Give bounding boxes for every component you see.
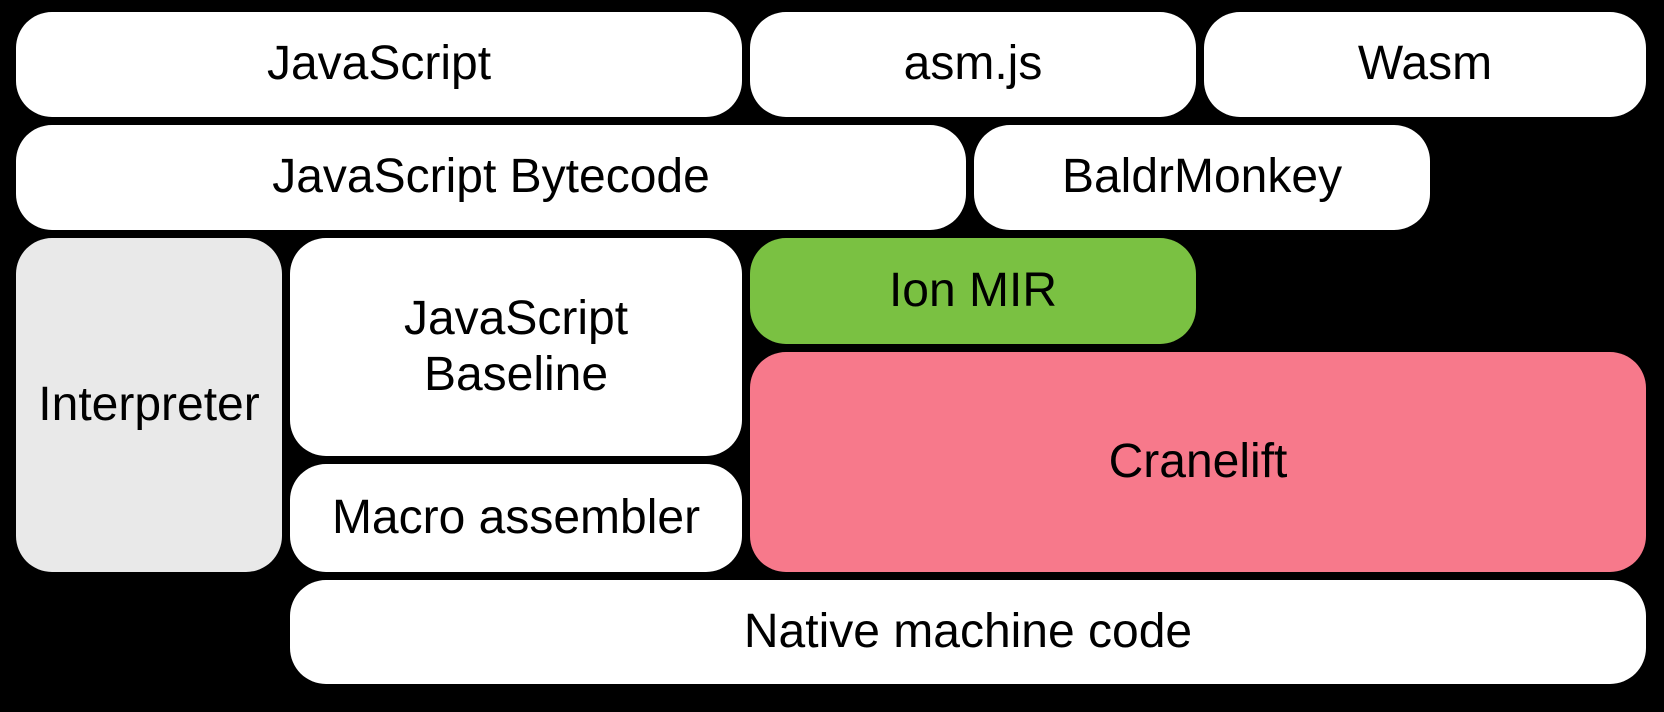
node-ion-mir: Ion MIR xyxy=(750,238,1196,344)
node-javascript-bytecode: JavaScript Bytecode xyxy=(16,125,966,230)
node-macro-assembler: Macro assembler xyxy=(290,464,742,572)
node-interpreter: Interpreter xyxy=(16,238,282,572)
node-cranelift-label: Cranelift xyxy=(1108,434,1288,488)
node-interpreter-label: Interpreter xyxy=(38,377,260,431)
node-baldrmonkey-label: BaldrMonkey xyxy=(1061,150,1343,204)
node-macro-assembler-label: Macro assembler xyxy=(331,490,701,544)
node-javascript-bytecode-label: JavaScript Bytecode xyxy=(272,150,710,204)
node-javascript-baseline: JavaScript Baseline xyxy=(290,238,742,456)
node-ion-mir-label: Ion MIR xyxy=(888,263,1058,317)
node-asmjs: asm.js xyxy=(750,12,1196,117)
node-baldrmonkey: BaldrMonkey xyxy=(974,125,1430,230)
node-native-machine-code-label: Native machine code xyxy=(743,604,1193,658)
node-wasm: Wasm xyxy=(1204,12,1646,117)
node-javascript: JavaScript xyxy=(16,12,742,117)
node-javascript-baseline-label: JavaScript Baseline xyxy=(403,291,629,401)
node-cranelift: Cranelift xyxy=(750,352,1646,572)
node-javascript-label: JavaScript xyxy=(266,37,492,91)
node-asmjs-label: asm.js xyxy=(903,37,1043,91)
node-native-machine-code: Native machine code xyxy=(290,580,1646,684)
node-wasm-label: Wasm xyxy=(1357,37,1493,91)
